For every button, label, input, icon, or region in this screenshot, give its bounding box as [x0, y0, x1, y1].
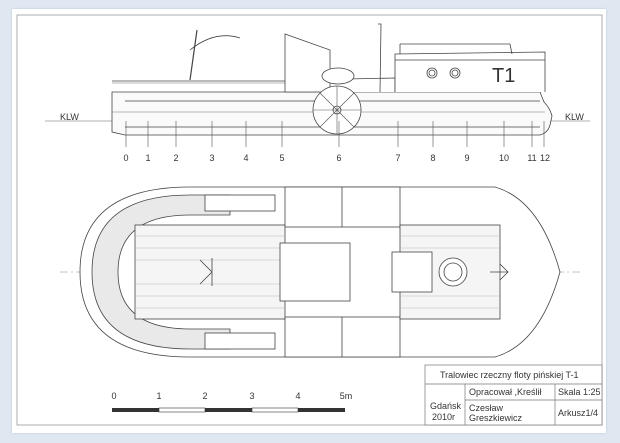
- frame-numbers: 0 1 2 3 4 5 6 7 8 9 10 11 12: [123, 153, 550, 163]
- crane-jib: [189, 35, 241, 51]
- frame-number: 10: [499, 153, 509, 163]
- winch: [204, 332, 276, 350]
- wheelhouse: [394, 51, 546, 92]
- porthole: [449, 67, 461, 79]
- place: Gdańsk: [430, 401, 462, 411]
- windlass-icon: [199, 258, 213, 286]
- mast: [378, 23, 382, 93]
- hatch: [391, 251, 433, 293]
- foredeck: [134, 224, 286, 320]
- frame-number: 11: [527, 153, 536, 163]
- frame-number: 8: [430, 153, 435, 163]
- waterline-label-right: KLW: [565, 112, 584, 122]
- winch: [204, 194, 276, 212]
- funnel: [284, 33, 331, 93]
- frame-number: 7: [395, 153, 400, 163]
- drawing-frame: [16, 14, 603, 426]
- author-surname: Greszkiewicz: [469, 413, 523, 423]
- frame-number: 6: [336, 153, 341, 163]
- author-name: Czesław: [469, 403, 504, 413]
- paddle-box: [284, 316, 401, 358]
- frame-number: 0: [123, 153, 128, 163]
- paddle-box: [284, 186, 401, 228]
- anchor-icon: [490, 263, 509, 281]
- frame-number: 12: [540, 153, 550, 163]
- capstan: [438, 257, 468, 287]
- scale-tick: 4: [295, 391, 300, 401]
- deckhouse: [279, 242, 351, 302]
- frame-number: 1: [145, 153, 150, 163]
- waterline-label-left: KLW: [60, 112, 79, 122]
- frame-number: 3: [209, 153, 214, 163]
- plan-view: [60, 186, 583, 358]
- title-block: [424, 364, 603, 426]
- frame-number: 4: [243, 153, 248, 163]
- emblem: [321, 67, 355, 85]
- porthole: [426, 67, 438, 79]
- crane-mast: [189, 29, 198, 81]
- scale-tick: 3: [249, 391, 254, 401]
- scale-label: Skala 1:25: [558, 387, 601, 397]
- frame-number: 5: [279, 153, 284, 163]
- sheet-number: Arkusz1/4: [558, 408, 598, 418]
- scale-tick: 0: [111, 391, 116, 401]
- year: 2010r: [432, 412, 455, 422]
- side-view: [45, 23, 590, 147]
- frame-number: 9: [464, 153, 469, 163]
- drawing-title: Tralowiec rzeczny floty pińskiej T-1: [440, 370, 579, 380]
- scale-bar: 0 1 2 3 4 5m: [111, 391, 353, 413]
- scale-tick: 2: [202, 391, 207, 401]
- hull-mark: T1: [492, 65, 515, 87]
- scale-tick: 5m: [340, 391, 353, 401]
- prepared-by-label: Opracował ,Kreślił: [469, 387, 542, 397]
- frame-number: 2: [173, 153, 178, 163]
- scale-tick: 1: [156, 391, 161, 401]
